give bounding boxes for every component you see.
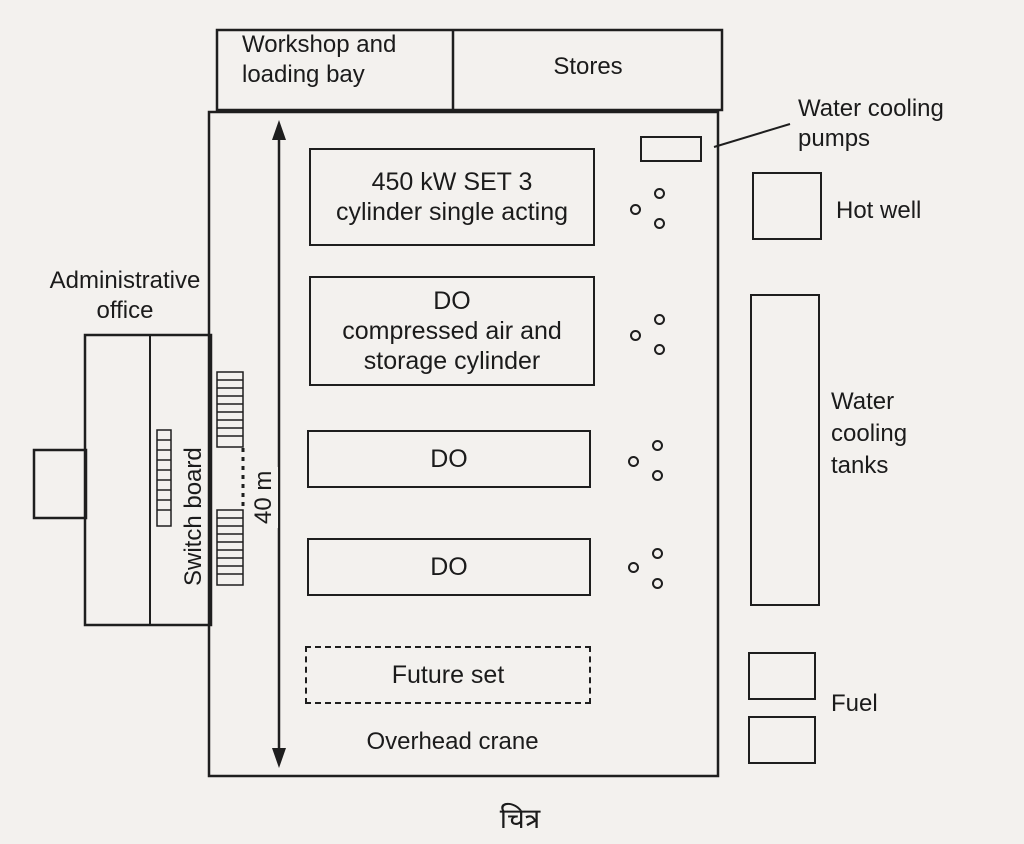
length-arrow-head-bottom [272,748,286,768]
top-building-outline [215,28,724,112]
workshop-label: Workshop and loading bay [242,31,397,88]
pump-circle [654,314,665,325]
water-cooling-tanks-label: Water cooling tanks [831,388,908,479]
fuel-label: Fuel [831,690,878,717]
set-2-box: DO compressed air and storage cylinder [309,276,595,386]
switch-board-label: Switch board [180,447,207,586]
switchboard-grille-bottom [216,509,244,586]
fuel-tank-1-box [748,652,816,700]
set-4-label: DO [430,553,468,581]
future-set-label: Future set [391,661,505,689]
main-hall-outline [207,110,720,778]
pump-circle [628,456,639,467]
length-arrow-head-top [272,120,286,140]
stores-label: Stores [553,53,623,80]
switchboard-grille-top [216,371,244,448]
pump-circle [654,218,665,229]
pump-circle [652,470,663,481]
admin-annex-outline [32,448,88,520]
water-cooling-tanks-box [750,294,820,606]
pump-circle [630,204,641,215]
pump-circle [654,344,665,355]
set-2-label: DO compressed air and storage cylinder [342,287,562,375]
length-label: 40 m [250,466,278,528]
pump-circle [654,188,665,199]
set-3-box: DO [307,430,591,488]
pump-circle [652,548,663,559]
pumps-leader-line [713,123,791,148]
hot-well-label: Hot well [836,197,922,224]
switchboard-panel [156,429,172,527]
fuel-tank-2-box [748,716,816,764]
overhead-crane-label: Overhead crane [366,728,539,755]
figure-caption: चित्र [499,803,541,834]
set-1-label: 450 kW SET 3 cylinder single acting [335,168,569,226]
future-set-box: Future set [305,646,591,704]
water-cooling-pumps-label: Water cooling pumps [798,95,944,152]
water-cooling-pumps-box [640,136,702,162]
pump-circle [652,440,663,451]
pump-circle [630,330,641,341]
set-1-box: 450 kW SET 3 cylinder single acting [309,148,595,246]
hot-well-box [752,172,822,240]
admin-office-label: Administrative office [49,267,201,324]
set-3-label: DO [430,445,468,473]
pump-circle [652,578,663,589]
set-4-box: DO [307,538,591,596]
pump-circle [628,562,639,573]
